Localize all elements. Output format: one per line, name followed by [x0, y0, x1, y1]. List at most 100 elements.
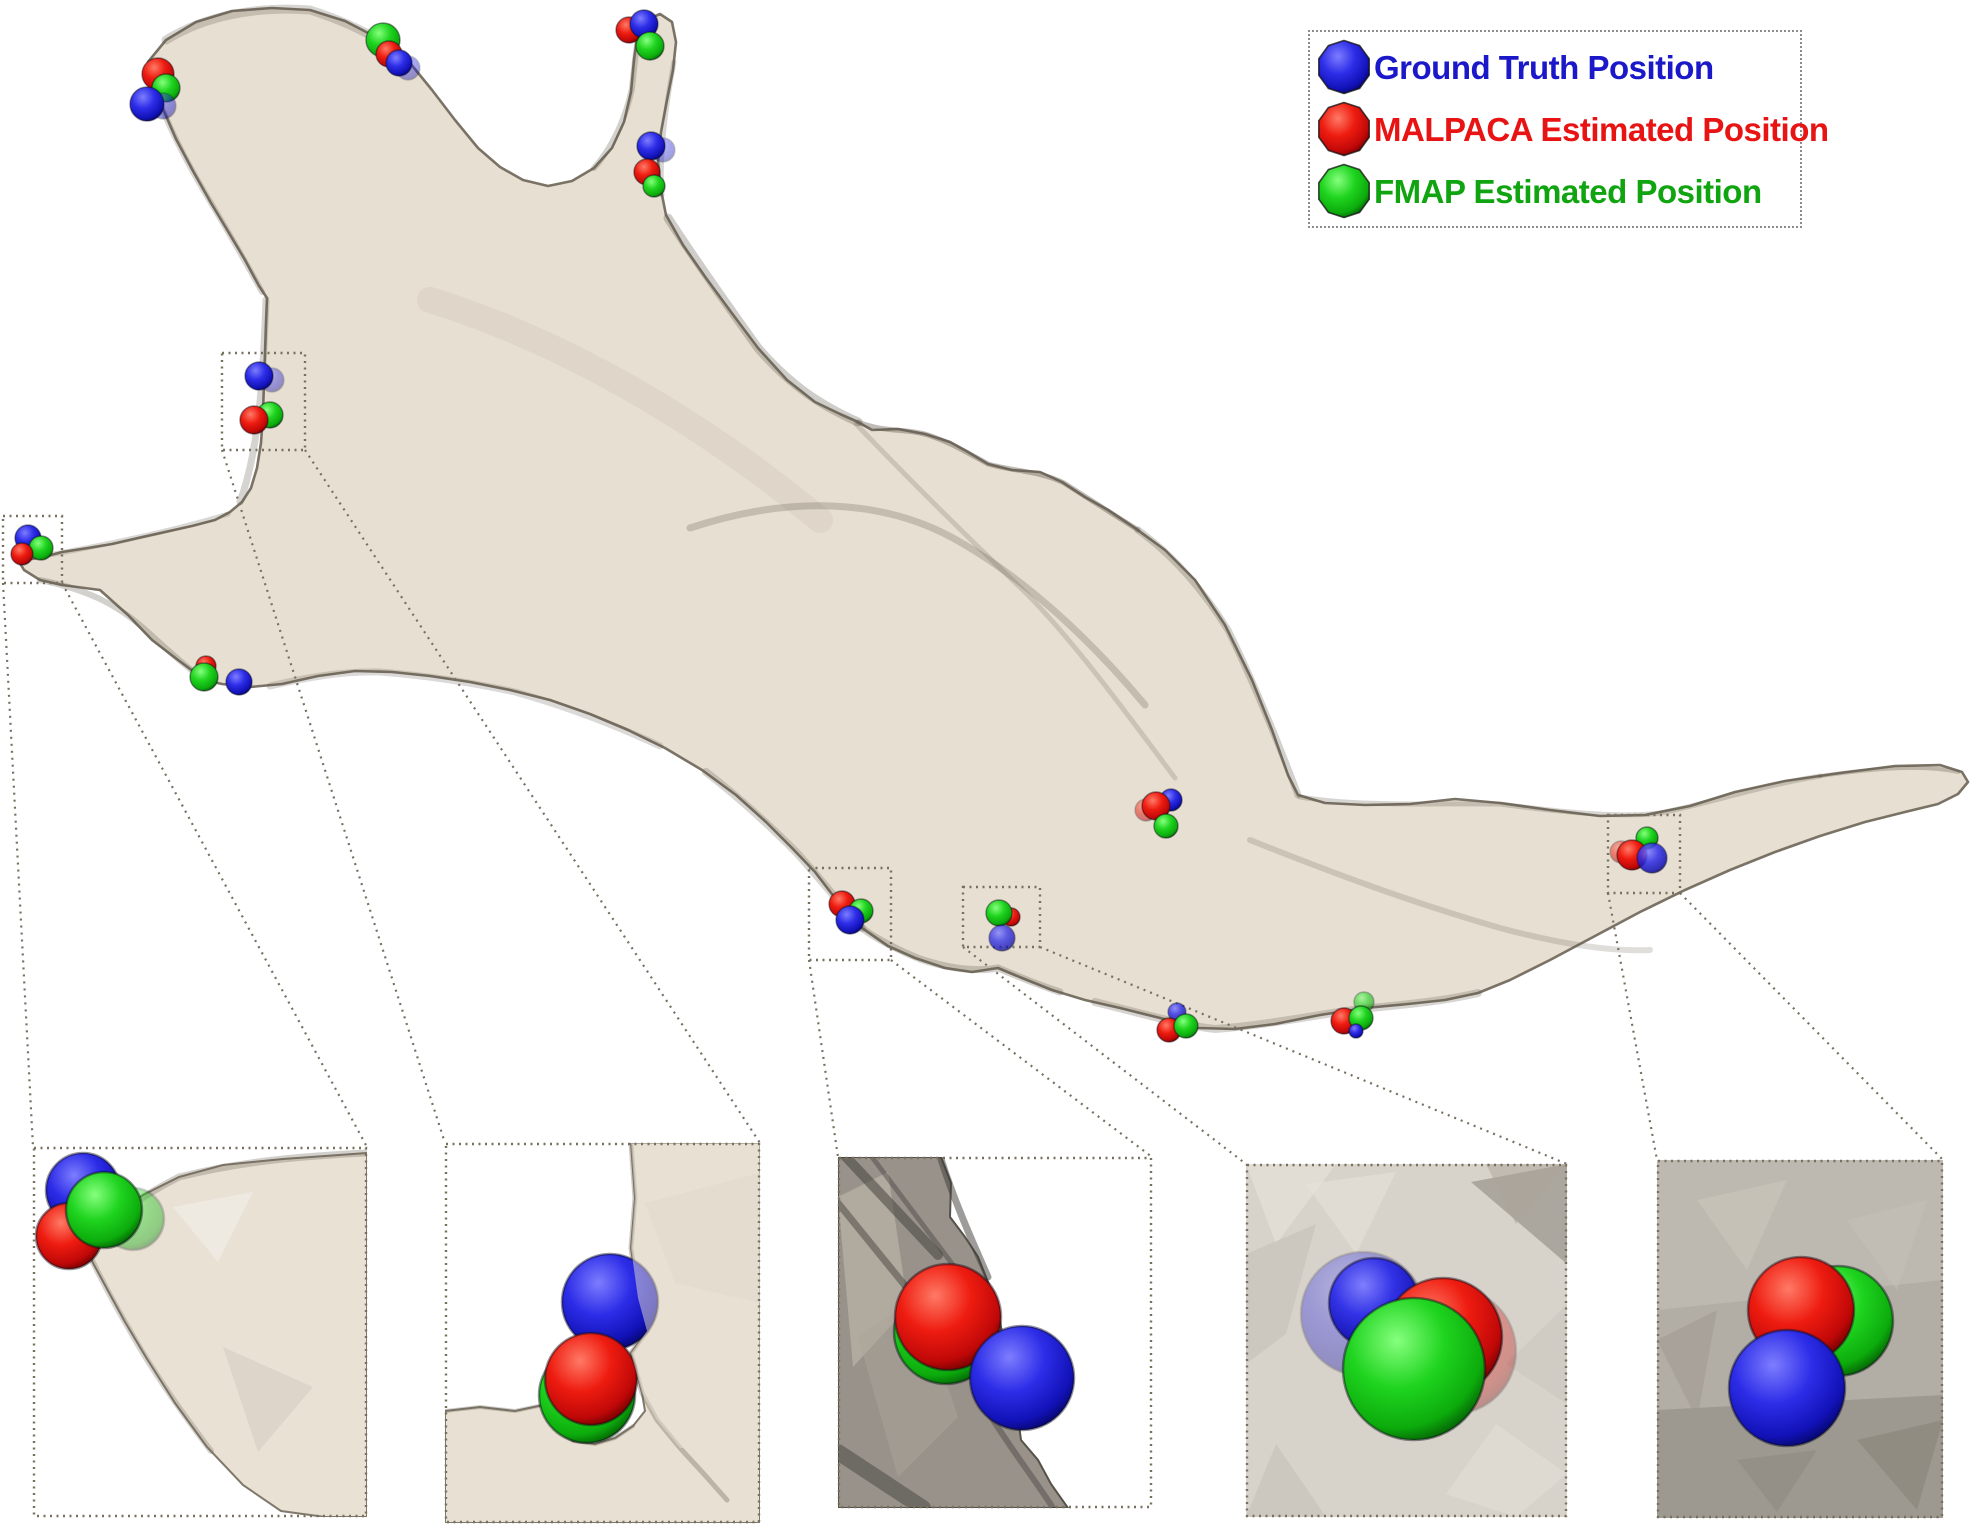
bone-shading: [858, 924, 1064, 996]
bone-facet: [1246, 1224, 1316, 1364]
bone-facet: [838, 1444, 931, 1508]
bone-facet: [841, 1157, 943, 1260]
blue-sphere: [129, 86, 165, 122]
callout-line: [304, 449, 761, 1144]
red-sphere: [10, 542, 34, 566]
bone-facet: [223, 1347, 313, 1452]
bone-facet: [985, 1409, 1056, 1508]
green-sphere: [642, 174, 666, 198]
landmark-body-lateral: [1134, 788, 1183, 839]
blue-sphere: [244, 361, 274, 391]
bone-facet: [937, 1157, 992, 1281]
bone-shading: [686, 502, 1149, 709]
bone-facet: [1657, 1310, 1717, 1420]
bone-facet: [173, 1192, 253, 1262]
green-sphere: [189, 662, 219, 692]
legend-item-fmap: FMAP Estimated Position: [1316, 161, 1794, 221]
bone-shading: [37, 577, 209, 684]
landmark-antegonial: [189, 655, 253, 696]
red-sphere: [893, 1262, 1003, 1372]
inset-3: [838, 1157, 1152, 1508]
blue-sphere: [988, 924, 1016, 952]
blue-sphere: [385, 49, 413, 77]
inset-2: [445, 1143, 760, 1523]
callout-line: [807, 959, 840, 1158]
green-sphere: [64, 1170, 144, 1250]
inset-5: [1657, 1160, 1943, 1518]
bone-shading: [853, 421, 1178, 781]
mandible-mesh: [16, 4, 1970, 1034]
callout-line: [1606, 892, 1659, 1161]
landmark-ramus-posterior: [239, 361, 285, 435]
green-sphere-icon: [1317, 163, 1371, 219]
landmark-condyle-neck: [633, 131, 676, 198]
bone-shading: [417, 287, 833, 533]
bone-facet: [1857, 1420, 1943, 1510]
bone-shading: [855, 419, 1141, 533]
blue-sphere: [225, 668, 253, 696]
legend-item-ground-truth: Ground Truth Position: [1316, 37, 1794, 97]
bone-shading: [266, 668, 664, 750]
green-sphere: [985, 899, 1013, 927]
callout-line: [61, 582, 368, 1148]
bone-shading: [1818, 765, 1960, 778]
blue-sphere: [1348, 1023, 1364, 1039]
inset-2-frame: [444, 1142, 761, 1524]
inset-1-frame: [32, 1146, 368, 1518]
bone-facet: [1657, 1395, 1943, 1518]
callout-line: [1, 582, 35, 1148]
blue-sphere: [1727, 1328, 1847, 1448]
bone-facet: [81, 1151, 367, 1517]
bone-facet: [1847, 1200, 1927, 1290]
blue-sphere: [835, 905, 865, 935]
landmark-condyle-top: [615, 9, 665, 61]
legend-label: Ground Truth Position: [1374, 48, 1714, 86]
bone-facet: [1446, 1424, 1567, 1517]
legend-item-malpaca: MALPACA Estimated Position: [1316, 99, 1829, 159]
blue-sphere: [636, 131, 666, 161]
bone-facet: [80, 1239, 214, 1454]
landmark-coronoid-tip: [129, 57, 181, 122]
bone-facet: [1737, 1450, 1817, 1512]
inset-3-frame: [837, 1156, 1153, 1509]
legend-label: MALPACA Estimated Position: [1374, 110, 1829, 148]
red-sphere: [239, 405, 269, 435]
landmark-incisura-1: [1156, 1002, 1199, 1043]
bone-facet: [631, 1143, 760, 1448]
green-sphere: [1153, 813, 1179, 839]
bone-facet: [1697, 1180, 1787, 1270]
bone-facet: [1657, 1160, 1943, 1310]
landmark-angular-tip: [10, 524, 54, 566]
bone-facet: [1506, 1304, 1567, 1404]
callout-5-box: [1606, 813, 1682, 895]
bone-shading: [1297, 773, 1823, 818]
callout-3-box: [807, 866, 893, 962]
landmark-body-inferior-1: [828, 890, 874, 935]
red-sphere-icon: [1317, 101, 1371, 157]
bone-facet: [1306, 1172, 1396, 1254]
blue-sphere: [968, 1324, 1076, 1432]
bone-shading: [1134, 526, 1302, 799]
inset-1: [33, 1147, 367, 1517]
bone-shading: [663, 213, 863, 427]
bone-facet: [869, 1157, 959, 1272]
bone-facet: [1246, 1444, 1326, 1517]
green-sphere: [1173, 1013, 1199, 1039]
red-sphere: [543, 1331, 639, 1427]
inset-5-frame: [1656, 1159, 1944, 1519]
green-sphere: [635, 31, 665, 61]
callout-2-box: [220, 351, 307, 452]
bone-shading: [1091, 989, 1482, 1034]
callout-line: [1679, 892, 1944, 1161]
landmark-body-inferior-2: [985, 899, 1021, 952]
landmark-incisura-2: [1330, 991, 1375, 1039]
green-sphere: [1341, 1296, 1487, 1442]
inset-4-frame: [1245, 1163, 1568, 1518]
landmark-anterior-notch: [365, 22, 421, 81]
legend-label: FMAP Estimated Position: [1374, 172, 1762, 210]
blue-sphere: [1636, 842, 1668, 874]
callout-1-box: [1, 514, 64, 585]
bone-facet: [1486, 1164, 1567, 1224]
